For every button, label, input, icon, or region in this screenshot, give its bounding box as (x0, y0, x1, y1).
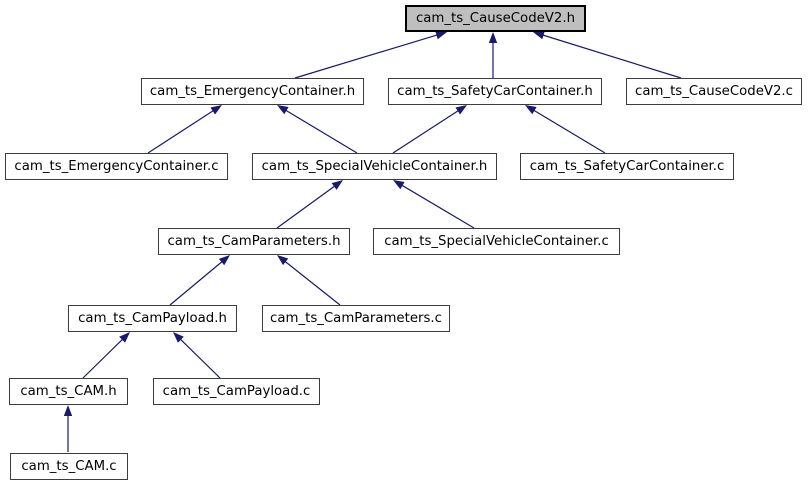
graph-node-cam-c[interactable]: cam_ts_CAM.c (10, 453, 128, 480)
graph-node-cam-payload-h[interactable]: cam_ts_CamPayload.h (68, 305, 237, 332)
edge-line-special-vehicle-container-c-to-special-vehicle-container-h (399, 183, 475, 229)
edge-line-cause-codev2-c-to-cause-codev2-h (540, 33, 682, 79)
edge-arrowhead-icon (63, 405, 73, 416)
edge-arrowhead-icon (210, 105, 222, 115)
edge-line-cam-h-to-cam-payload-h (82, 337, 125, 379)
edge-arrowhead-icon (525, 105, 537, 115)
graph-node-emergency-container-h[interactable]: cam_ts_EmergencyContainer.h (141, 78, 364, 105)
edge-line-emergency-container-c-to-emergency-container-h (147, 108, 216, 154)
edge-line-emergency-container-h-to-cause-codev2-h (294, 33, 440, 79)
edge-line-cam-parameters-h-to-special-vehicle-container-h (276, 184, 337, 229)
edge-line-cam-payload-h-to-cam-parameters-h (169, 259, 225, 306)
edge-arrowhead-icon (277, 255, 289, 266)
edge-line-special-vehicle-container-h-to-safety-car-container-h (392, 108, 461, 154)
edge-line-cam-parameters-c-to-cam-parameters-h (282, 259, 341, 306)
edge-arrowhead-icon (455, 105, 467, 115)
edge-arrowhead-icon (119, 332, 130, 343)
graph-node-cause-codev2-h: cam_ts_CauseCodeV2.h (405, 5, 586, 32)
edge-arrowhead-icon (218, 255, 230, 266)
edge-arrowhead-icon (331, 180, 343, 190)
edge-arrowhead-icon (173, 332, 184, 343)
graph-node-cam-payload-c[interactable]: cam_ts_CamPayload.c (153, 378, 320, 405)
graph-node-special-vehicle-container-c[interactable]: cam_ts_SpecialVehicleContainer.c (373, 228, 620, 255)
edge-arrowhead-icon (435, 31, 447, 40)
graph-node-safety-car-container-h[interactable]: cam_ts_SafetyCarContainer.h (388, 78, 602, 105)
graph-node-emergency-container-c[interactable]: cam_ts_EmergencyContainer.c (5, 153, 228, 180)
graph-node-special-vehicle-container-h[interactable]: cam_ts_SpecialVehicleContainer.h (252, 153, 497, 180)
edge-line-safety-car-container-c-to-safety-car-container-h (531, 108, 606, 154)
edge-line-cam-payload-c-to-cam-payload-h (178, 337, 221, 379)
graph-node-cam-parameters-h[interactable]: cam_ts_CamParameters.h (158, 228, 350, 255)
graph-node-cam-parameters-c[interactable]: cam_ts_CamParameters.c (262, 305, 450, 332)
edge-arrowhead-icon (393, 180, 405, 190)
edge-arrowhead-icon (277, 105, 289, 115)
graph-node-cause-codev2-c[interactable]: cam_ts_CauseCodeV2.c (626, 78, 802, 105)
graph-node-cam-h[interactable]: cam_ts_CAM.h (9, 378, 128, 405)
graph-node-safety-car-container-c[interactable]: cam_ts_SafetyCarContainer.c (520, 153, 734, 180)
edge-line-special-vehicle-container-h-to-emergency-container-h (283, 108, 358, 154)
edge-arrowhead-icon (533, 31, 545, 40)
edge-arrowhead-icon (488, 32, 498, 43)
